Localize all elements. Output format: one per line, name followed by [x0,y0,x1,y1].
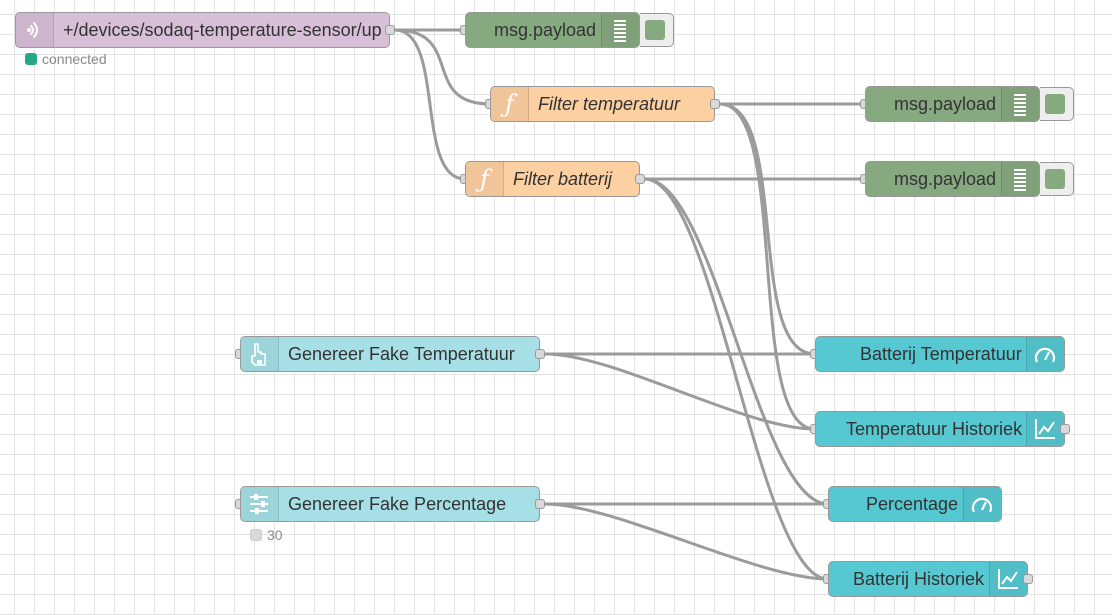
node-label: msg.payload [894,169,997,189]
chart-node[interactable]: Batterij Historiek [828,561,1028,597]
output-port[interactable] [710,99,720,109]
list-icon [601,13,639,47]
list-icon [1001,162,1039,196]
output-port[interactable] [635,174,645,184]
debug-toggle-button[interactable] [640,13,674,47]
svg-text:ƒ: ƒ [475,165,493,193]
node-label: Genereer Fake Temperatuur [288,344,515,364]
toggle-indicator [1045,169,1065,189]
node-label: +/devices/sodaq-temperature-sensor/up [63,20,382,40]
gauge-icon [963,487,1001,521]
debug-node[interactable]: msg.payload [465,12,640,48]
debug-toggle-button[interactable] [1040,162,1074,196]
node-label: msg.payload [494,20,597,40]
output-port[interactable] [1060,424,1070,434]
status-dot [25,53,37,65]
wire[interactable] [544,502,829,581]
hand-pointer-icon [241,337,279,371]
wire[interactable] [544,352,816,431]
wire[interactable] [394,28,491,106]
chart-icon [989,562,1027,596]
sliders-icon [241,487,279,521]
output-port[interactable] [385,25,395,35]
node-label: Filter temperatuur [538,94,681,114]
node-label: Batterij Historiek [853,569,985,589]
node-status: connected [25,51,107,67]
toggle-indicator [1045,94,1065,114]
node-label: Genereer Fake Percentage [288,494,507,514]
gauge-node[interactable]: Percentage [828,486,1002,522]
status-text: 30 [267,527,283,543]
toggle-indicator [645,20,665,40]
output-port[interactable] [535,499,545,509]
node-label: msg.payload [894,94,997,114]
status-dot [250,529,262,541]
svg-text:ƒ: ƒ [500,90,518,118]
function-node[interactable]: ƒ Filter batterij [465,161,640,197]
wire[interactable] [719,102,816,431]
debug-node[interactable]: msg.payload [865,86,1040,122]
debug-node[interactable]: msg.payload [865,161,1040,197]
function-icon: ƒ [466,162,504,196]
chart-icon [1026,412,1064,446]
button-node[interactable]: Genereer Fake Temperatuur [240,336,540,372]
node-label: Temperatuur Historiek [846,419,1023,439]
wire[interactable] [719,102,816,356]
node-label: Batterij Temperatuur [860,344,1022,364]
gauge-node[interactable]: Batterij Temperatuur [815,336,1065,372]
node-label: Percentage [866,494,959,514]
wire[interactable] [644,177,829,506]
status-text: connected [42,51,107,67]
list-icon [1001,87,1039,121]
node-label: Filter batterij [513,169,613,189]
node-status: 30 [250,527,283,543]
gauge-icon [1026,337,1064,371]
wire[interactable] [394,28,466,181]
function-node[interactable]: ƒ Filter temperatuur [490,86,715,122]
bridge-icon [16,13,54,47]
wire[interactable] [644,177,829,581]
mqtt-in-node[interactable]: +/devices/sodaq-temperature-sensor/up [15,12,390,48]
function-icon: ƒ [491,87,529,121]
output-port[interactable] [535,349,545,359]
slider-node[interactable]: Genereer Fake Percentage [240,486,540,522]
debug-toggle-button[interactable] [1040,87,1074,121]
chart-node[interactable]: Temperatuur Historiek [815,411,1065,447]
output-port[interactable] [1023,574,1033,584]
